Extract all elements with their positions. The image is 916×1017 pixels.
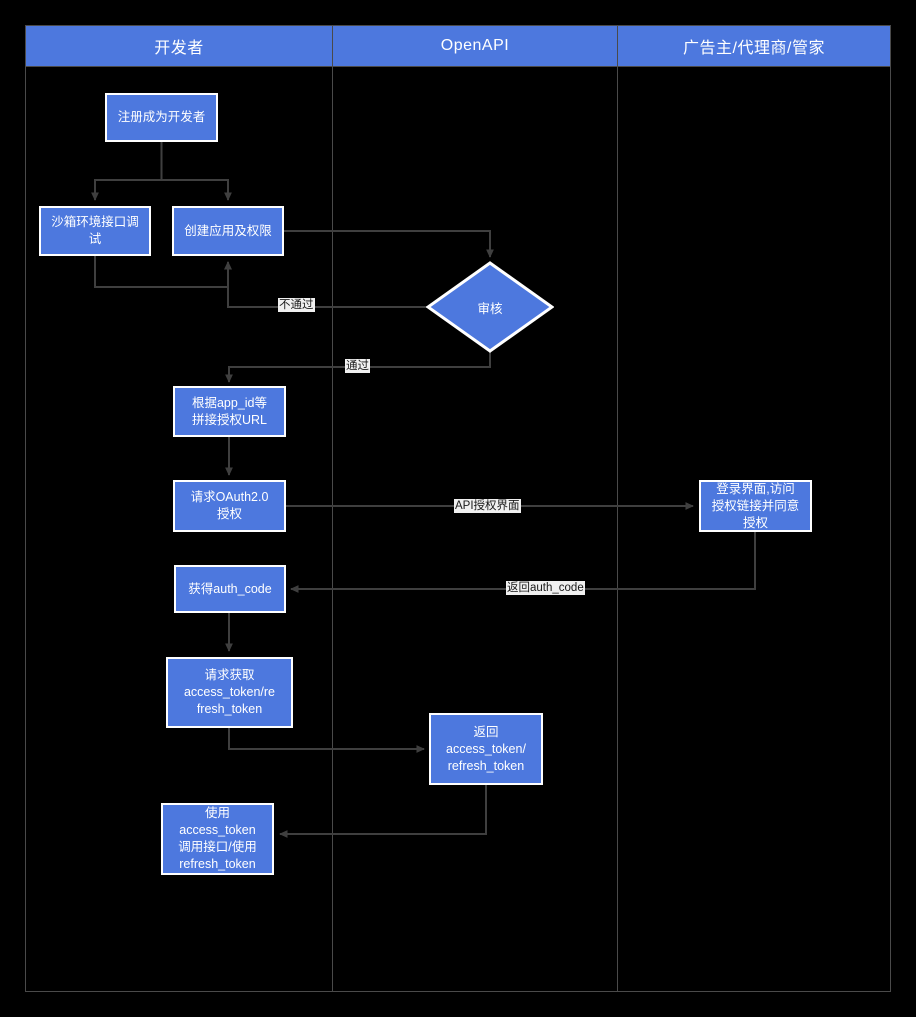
swimlane-frame [25, 25, 891, 992]
lane-divider-1 [332, 25, 333, 992]
node-use-token[interactable]: 使用 access_token 调用接口/使用 refresh_token [161, 803, 274, 875]
lane-header-developer: 开发者 [26, 26, 332, 66]
node-create-app[interactable]: 创建应用及权限 [172, 206, 284, 256]
node-request-token[interactable]: 请求获取 access_token/re fresh_token [166, 657, 293, 728]
node-register[interactable]: 注册成为开发者 [105, 93, 218, 142]
lane-header-advertiser: 广告主/代理商/管家 [618, 26, 890, 66]
lane-header-separator [26, 66, 890, 67]
lane-header-developer-label: 开发者 [154, 40, 204, 57]
lane-header-openapi-label: OpenAPI [440, 37, 510, 54]
edge-label-pass: 通过 [345, 359, 370, 373]
node-return-token[interactable]: 返回 access_token/ refresh_token [429, 713, 543, 785]
edge-label-return-auth-code: 返回auth_code [506, 581, 585, 595]
node-login-consent[interactable]: 登录界面,访问 授权链接并同意 授权 [699, 480, 812, 532]
node-request-oauth[interactable]: 请求OAuth2.0 授权 [173, 480, 286, 532]
lane-divider-2 [617, 25, 618, 992]
edge-label-reject: 不通过 [278, 298, 315, 312]
edge-label-api-auth-ui: API授权界面 [454, 499, 521, 513]
node-review[interactable]: 审核 [426, 261, 554, 353]
lane-header-advertiser-label: 广告主/代理商/管家 [683, 40, 825, 57]
node-get-auth-code[interactable]: 获得auth_code [174, 565, 286, 613]
node-sandbox[interactable]: 沙箱环境接口调 试 [39, 206, 151, 256]
node-build-url[interactable]: 根据app_id等 拼接授权URL [173, 386, 286, 437]
lane-header-openapi: OpenAPI [333, 26, 617, 66]
